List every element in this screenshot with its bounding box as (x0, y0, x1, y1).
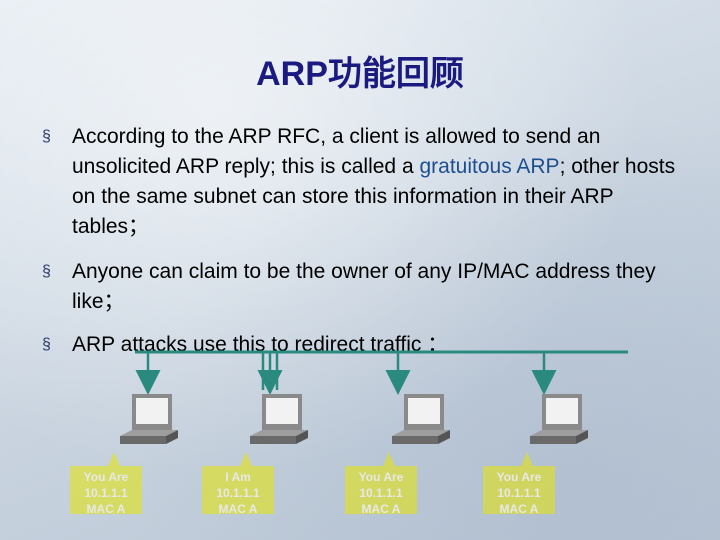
computer-icon (250, 394, 308, 444)
callout-you-are-1: You Are 10.1.1.1 MAC A (68, 452, 144, 516)
bullet-text-part: ; other hosts on the same subnet can sto… (72, 155, 676, 238)
computer-icon (392, 394, 450, 444)
bullet-anyone-can-claim: § Anyone can claim to be the owner of an… (42, 257, 692, 317)
bullet-marker: § (42, 336, 51, 353)
bullet-text: According to the ARP RFC, a client is al… (42, 122, 692, 242)
gratuitous-arp-term: gratuitous ARP (419, 155, 560, 178)
callout-line: MAC A (361, 502, 401, 516)
callout-line: You Are (83, 470, 129, 484)
computer-icon (530, 394, 588, 444)
callout-line: You Are (496, 470, 542, 484)
callout-you-are-2: You Are 10.1.1.1 MAC A (343, 452, 419, 516)
computer-icon (120, 394, 178, 444)
callout-line: 10.1.1.1 (84, 486, 128, 500)
bullet-text: ARP attacks use this to redirect traffic… (72, 333, 449, 356)
bullet-arp-attacks: § ARP attacks use this to redirect traff… (42, 330, 692, 360)
callout-line: 10.1.1.1 (497, 486, 541, 500)
callout-line: MAC A (499, 502, 539, 516)
callout-line: 10.1.1.1 (216, 486, 260, 500)
callout-line: MAC A (86, 502, 126, 516)
bullet-marker: § (42, 263, 51, 280)
bullet-text-part: According to the ARP RFC, a client is al… (72, 125, 601, 178)
callout-line: 10.1.1.1 (359, 486, 403, 500)
callout-line: You Are (358, 470, 404, 484)
bullet-marker: § (42, 128, 51, 145)
callout-line: MAC A (218, 502, 258, 516)
callout-you-are-3: You Are 10.1.1.1 MAC A (481, 452, 557, 516)
callout-line: I Am (225, 470, 251, 484)
bullet-text: Anyone can claim to be the owner of any … (72, 260, 656, 313)
slide-title: ARP功能回顾 (256, 55, 464, 93)
bullet-gratuitous-arp: § According to the ARP RFC, a client is … (42, 122, 692, 242)
callout-i-am: I Am 10.1.1.1 MAC A (200, 452, 276, 516)
